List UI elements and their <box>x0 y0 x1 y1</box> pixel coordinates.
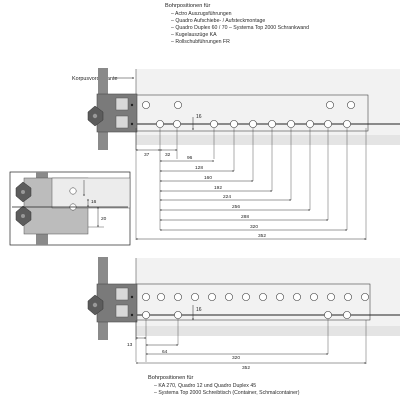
dim-label: 320 <box>250 224 258 230</box>
lower-hole-row <box>142 311 351 319</box>
upper-hole <box>142 101 150 109</box>
screw-center <box>21 214 25 218</box>
upper-hole <box>344 293 352 301</box>
lower-hole <box>249 120 257 128</box>
dim-label: 352 <box>242 365 250 371</box>
upper-hole <box>191 293 199 301</box>
header-line-1: – Actro Auszugsführungen <box>171 11 232 17</box>
dim-label: 320 <box>232 355 240 361</box>
lower-hole <box>173 120 181 128</box>
screw-center <box>92 113 98 119</box>
header-line-4: – Kugelauszüge KA <box>171 32 217 38</box>
dim-label: 288 <box>241 214 249 220</box>
upper-hole <box>259 293 267 301</box>
upper-hole <box>347 101 355 109</box>
dim-label: 16 <box>196 307 202 313</box>
extension-lines <box>135 319 367 364</box>
upper-hole <box>174 293 182 301</box>
bracket-dot <box>130 103 134 107</box>
detail-hole <box>69 187 77 195</box>
bracket-window <box>115 97 129 111</box>
dim-label: 96 <box>187 155 193 161</box>
dim-label: 256 <box>232 204 240 210</box>
upper-hole <box>310 293 318 301</box>
upper-hole-row <box>142 293 369 301</box>
lower-hole-row <box>156 120 351 128</box>
screw-center <box>92 302 98 308</box>
dim-label: 13 <box>127 342 133 348</box>
bracket-dot <box>130 295 134 299</box>
lower-hole <box>210 120 218 128</box>
lower-hole <box>324 311 332 319</box>
dim-label: 192 <box>214 185 222 191</box>
upper-hole <box>174 101 182 109</box>
mounting-bracket-top <box>87 68 138 150</box>
upper-hole <box>157 293 165 301</box>
cascade-dimensions <box>159 160 348 231</box>
lower-hole <box>287 120 295 128</box>
bracket-window <box>115 304 129 318</box>
dim-label: 16 <box>196 114 202 120</box>
upper-hole <box>361 293 369 301</box>
front-edge-label: Korpusvorderkante <box>72 76 118 82</box>
top-diagram: Korpusvorderkante <box>72 68 400 240</box>
detail-diagram: 16 20 <box>9 171 131 246</box>
lower-hole <box>343 311 351 319</box>
lower-hole <box>343 120 351 128</box>
dim-label: 64 <box>162 349 168 355</box>
upper-hole <box>242 293 250 301</box>
lower-hole <box>230 120 238 128</box>
panel-edge-strip <box>136 135 400 145</box>
dim-label: 352 <box>258 233 266 239</box>
upper-hole <box>142 293 150 301</box>
screw-center <box>21 190 25 194</box>
header-line-3: – Quadro Duplex 60 / 70 – Systema Top 20… <box>171 25 310 31</box>
lower-hole <box>156 120 164 128</box>
detail-runner <box>51 177 131 209</box>
header-line-2: – Quadro Aufschiebe- / Aufsteckmontage <box>171 18 266 24</box>
header-line-5: – Rollschubführungen FR <box>171 39 230 45</box>
bracket-window <box>115 287 129 301</box>
dim-label: 128 <box>195 165 203 171</box>
panel-edge-strip <box>136 326 400 336</box>
lower-hole <box>174 311 182 319</box>
dim-label: 16 <box>91 199 97 205</box>
bracket-dot <box>130 313 134 317</box>
footer-line-2: – Systema Top 2000 Schreibtisch (Contain… <box>154 390 300 396</box>
upper-hole <box>276 293 284 301</box>
bracket-dot <box>130 122 134 126</box>
lower-hole <box>306 120 314 128</box>
dim-label: 224 <box>223 194 231 200</box>
bottom-diagram: 16 13 64 320 352 <box>87 257 400 371</box>
upper-hole <box>326 101 334 109</box>
footer-line-1: – KA 270, Quadro 12 und Quadro Duplex 45 <box>154 383 257 389</box>
dim-label: 20 <box>101 216 107 222</box>
dim-label: 32 <box>165 152 171 158</box>
upper-hole <box>293 293 301 301</box>
upper-hole <box>327 293 335 301</box>
lower-hole <box>268 120 276 128</box>
upper-hole-row <box>142 101 355 109</box>
lower-hole <box>142 311 150 319</box>
mounting-bracket-bottom <box>87 257 138 340</box>
upper-hole <box>225 293 233 301</box>
bracket-window <box>115 115 129 129</box>
lower-hole <box>324 120 332 128</box>
upper-hole <box>208 293 216 301</box>
dim-label: 160 <box>204 175 212 181</box>
header-title: Bohrpositionen für <box>165 3 211 9</box>
cascade-labels: 96 128 160 192 224 256 288 320 <box>187 155 258 230</box>
dim-label: 37 <box>144 152 150 158</box>
footer-title: Bohrpositionen für <box>148 375 194 381</box>
